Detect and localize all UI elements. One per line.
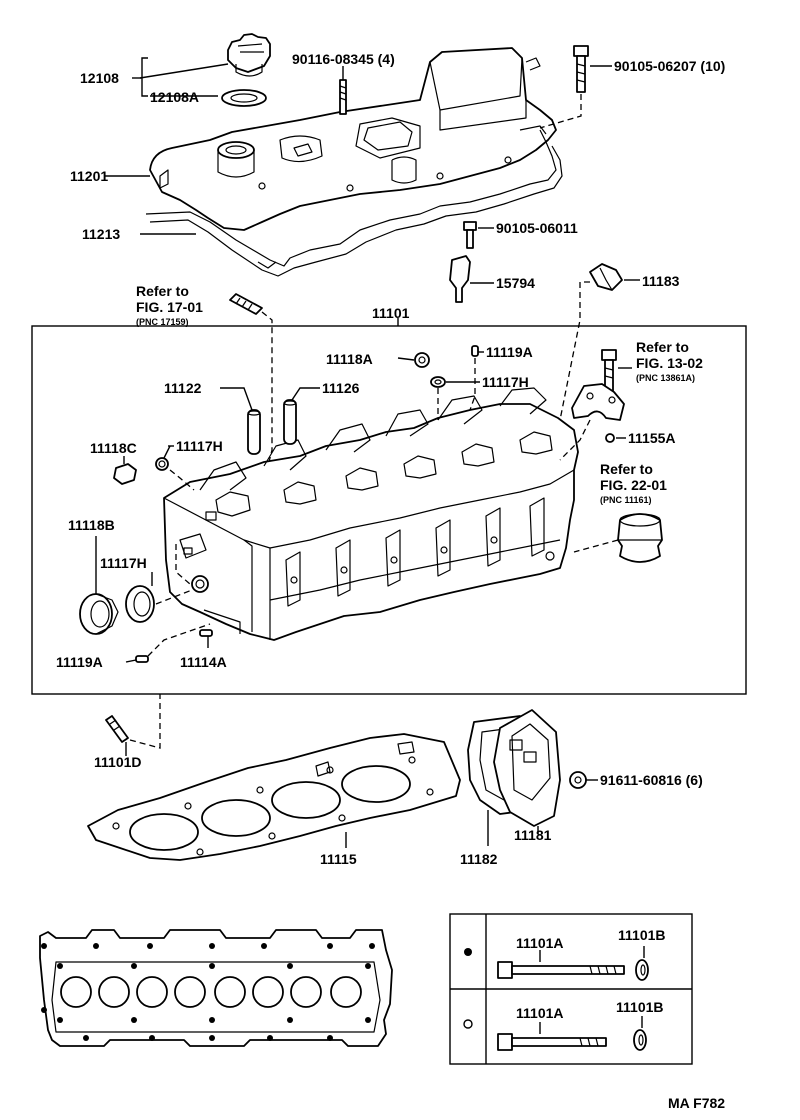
label-11117h-a: 11117H (482, 374, 529, 390)
nut-91611 (569, 771, 587, 789)
stud-17159 (229, 293, 263, 315)
bolt-90105-06207 (573, 45, 589, 93)
label-90105-06011: 90105-06011 (496, 220, 578, 236)
guide-11126 (283, 399, 297, 445)
ref-fig-17-01-pnc: (PNC 17159) (136, 317, 189, 327)
label-15794: 15794 (496, 275, 535, 291)
head-bolt-table: 11101A 11101B 11101A 11101B (449, 913, 693, 1065)
stud-bolt-90116 (339, 79, 347, 115)
sensor-15794 (449, 255, 471, 303)
head-bolt-short (497, 1033, 607, 1051)
label-90105-06207: 90105-06207 (10) (614, 58, 725, 74)
ref-fig-13-02-title: Refer to (636, 339, 689, 355)
head-bolt-long (497, 961, 625, 979)
ref-fig-22-01-pnc: (PNC 11161) (600, 495, 652, 505)
label-11181: 11181 (514, 827, 552, 843)
diagram-code: MA F782 (668, 1095, 725, 1111)
label-11201: 11201 (70, 168, 108, 184)
label-11101b-row2: 11101B (616, 999, 664, 1015)
head-cover-gasket (145, 129, 563, 277)
table-row-2-marker (463, 1019, 473, 1029)
label-11101: 11101 (372, 305, 410, 321)
label-11101a-row1: 11101A (516, 935, 564, 951)
distributor-housing-11161 (617, 513, 663, 563)
ref-fig-22-01-fig: FIG. 22-01 (600, 477, 667, 493)
label-11118c: 11118C (90, 440, 137, 456)
washer-11101b-row1 (635, 959, 649, 981)
label-11101a-row2: 11101A (516, 1005, 564, 1021)
label-11101d: 11101D (94, 754, 142, 770)
label-11117h-c: 11117H (100, 555, 147, 571)
oil-filler-cap (227, 33, 271, 77)
oil-filler-gasket (221, 89, 267, 107)
label-91611-60816: 91611-60816 (6) (600, 772, 703, 788)
label-11114a: 11114A (180, 654, 227, 670)
seal-11117h-b (155, 457, 169, 471)
bolt-90105-06011 (463, 221, 477, 249)
label-11101b-row1: 11101B (618, 927, 666, 943)
cylinder-head-gasket (87, 733, 461, 861)
stud-11101d (105, 715, 129, 743)
ref-fig-22-01-title: Refer to (600, 461, 653, 477)
plug-11118b (79, 593, 119, 635)
washer-11101b-row2 (633, 1029, 647, 1051)
label-11115: 11115 (320, 851, 357, 867)
pin-11119a-bottom (135, 655, 149, 663)
cylinder-head (163, 387, 579, 641)
pin-11155a (605, 433, 615, 443)
seal-11117h-c (125, 585, 155, 623)
label-11183: 11183 (642, 273, 680, 289)
label-11118a: 11118A (326, 351, 373, 367)
plug-11118c (113, 463, 137, 485)
cylinder-head-bottom-view (39, 929, 393, 1047)
table-row-1-marker (464, 948, 472, 956)
pin-11119a-top (471, 345, 479, 357)
label-12108: 12108 (80, 70, 119, 86)
seal-11117h-a (430, 376, 446, 388)
ref-fig-13-02-pnc: (PNC 13861A) (636, 373, 695, 383)
bearing-cap-13861a (571, 383, 625, 421)
plug-11183 (589, 263, 623, 291)
plate-11181 (493, 709, 561, 827)
label-11126: 11126 (322, 380, 360, 396)
cylinder-head-cover (149, 47, 557, 231)
label-11155a: 11155A (628, 430, 676, 446)
plug-11118a (414, 352, 430, 368)
cylinder-head-assembly-box (31, 325, 747, 695)
label-90116-08345: 90116-08345 (4) (292, 51, 395, 67)
label-11213: 11213 (82, 226, 120, 242)
ref-fig-17-01-fig: FIG. 17-01 (136, 299, 203, 315)
pin-11114a (199, 629, 213, 637)
label-11119a-bottom: 11119A (56, 654, 103, 670)
label-12108a: 12108A (150, 89, 199, 105)
label-11182: 11182 (460, 851, 498, 867)
label-11118b: 11118B (68, 517, 115, 533)
ref-fig-17-01-title: Refer to (136, 283, 189, 299)
ref-fig-13-02-fig: FIG. 13-02 (636, 355, 703, 371)
guide-11122 (247, 409, 261, 455)
label-11122: 11122 (164, 380, 202, 396)
label-11119a-top: 11119A (486, 344, 533, 360)
label-11117h-b: 11117H (176, 438, 223, 454)
